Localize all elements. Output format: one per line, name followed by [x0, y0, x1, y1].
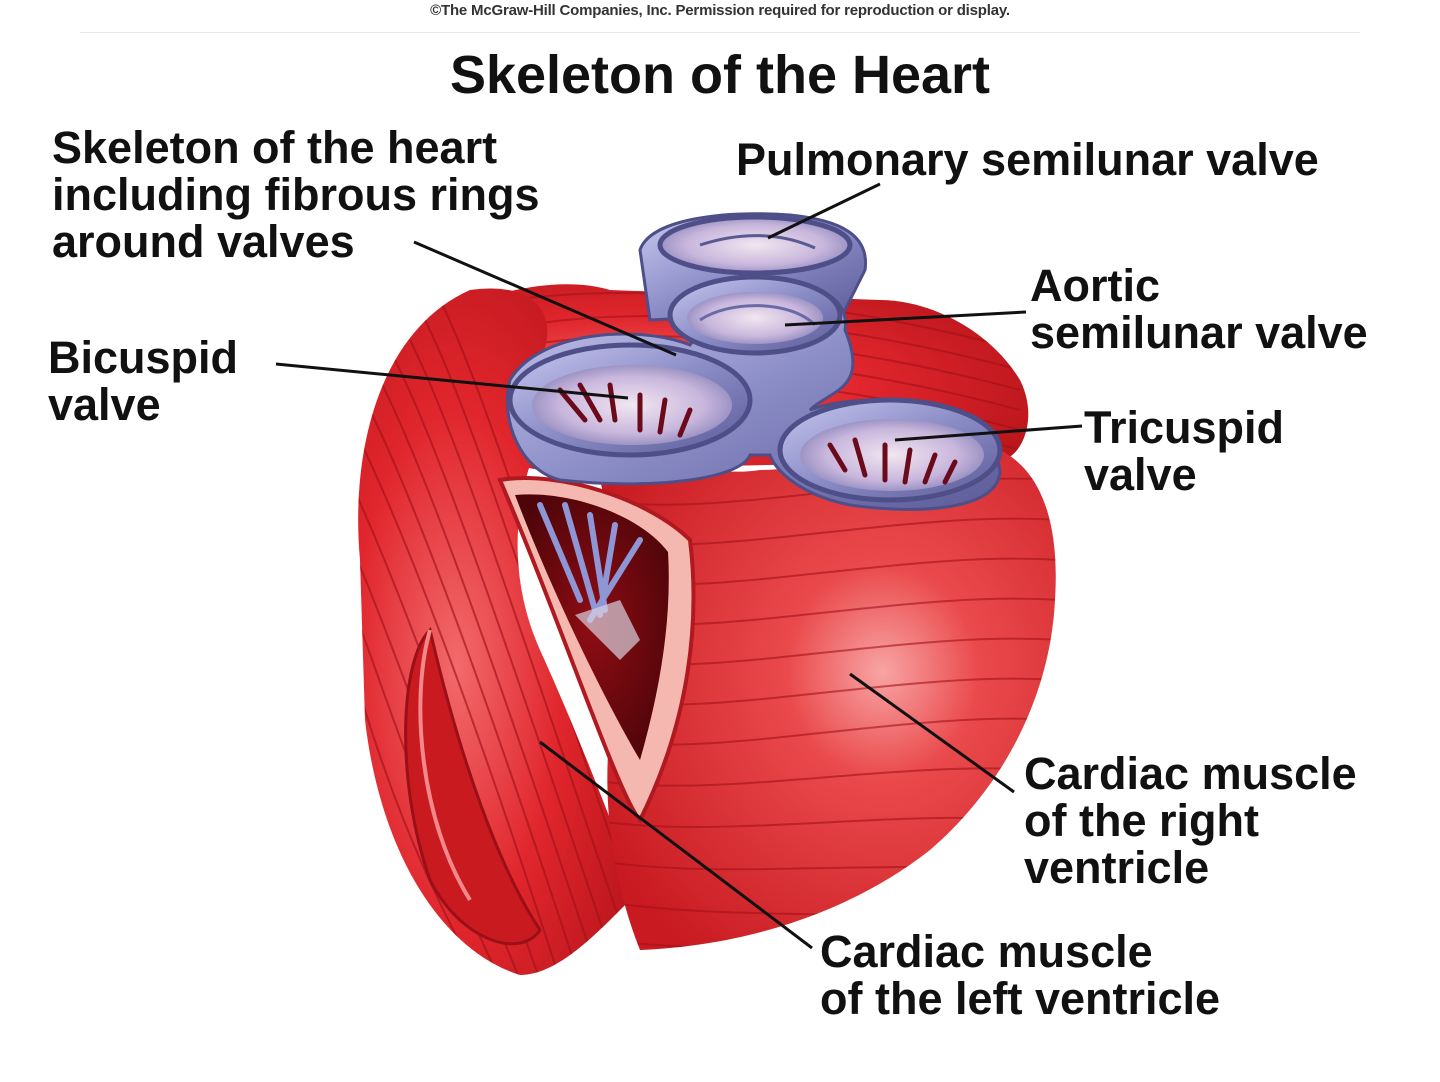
bicuspid-cusps — [557, 382, 693, 438]
label-left-ventricle-muscle: Cardiac muscle of the left ventricle — [820, 926, 1221, 1024]
tricuspid-valve — [800, 419, 984, 491]
chordae-tendineae — [537, 502, 643, 623]
pulmonary-semilunar-valve — [657, 214, 853, 276]
leader-pulmonary — [767, 182, 881, 240]
label-aortic-semilunar-valve: Aortic semilunar valve — [1030, 260, 1368, 358]
label-right-ventricle-muscle: Cardiac muscle of the right ventricle — [1024, 748, 1357, 893]
label-pulmonary-semilunar-valve: Pulmonary semilunar valve — [736, 134, 1319, 185]
aortic-semilunar-valve — [687, 292, 823, 344]
left-ventricle-fold — [404, 627, 542, 946]
leader-right-ventricle — [849, 672, 1015, 794]
tricuspid-cusps — [827, 437, 958, 485]
leader-bicuspid — [275, 362, 629, 400]
diagram-title: Skeleton of the Heart — [449, 45, 991, 105]
leader-skeleton — [413, 240, 677, 357]
bicuspid-valve — [532, 365, 732, 445]
copyright-notice: ©The McGraw-Hill Companies, Inc. Permiss… — [430, 2, 1010, 19]
leader-lines — [275, 182, 1083, 950]
leader-tricuspid — [894, 424, 1083, 442]
papillary-muscle — [575, 600, 640, 660]
leader-left-ventricle — [539, 740, 813, 950]
header-divider — [80, 32, 1360, 33]
label-bicuspid-valve: Bicuspid valve — [48, 332, 239, 430]
right-ventricle-muscle — [600, 444, 1056, 950]
fold-highlight — [418, 629, 472, 902]
label-tricuspid-valve: Tricuspid valve — [1084, 402, 1285, 500]
leader-aortic — [784, 310, 1027, 327]
label-skeleton-of-heart: Skeleton of the heart including fibrous … — [52, 122, 540, 267]
